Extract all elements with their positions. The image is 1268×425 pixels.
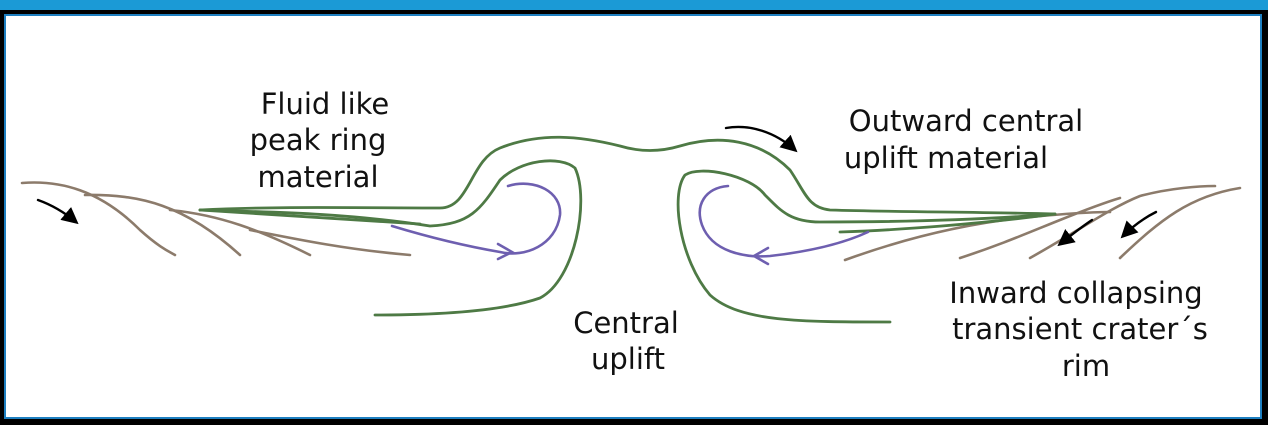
strata-line bbox=[22, 183, 175, 255]
strata-line bbox=[960, 198, 1120, 258]
label-line: uplift material bbox=[844, 141, 1048, 175]
left-flow-arrow bbox=[392, 184, 560, 254]
label-outward: Outward central uplift material bbox=[844, 104, 1083, 175]
label-inward: Inward collapsing transient crater´s rim bbox=[949, 276, 1208, 383]
label-line: Central bbox=[573, 306, 679, 340]
label-line: Outward central bbox=[849, 104, 1083, 138]
label-line: rim bbox=[1062, 349, 1110, 383]
outward-arrow bbox=[726, 127, 795, 150]
inward-arrow-2 bbox=[1123, 212, 1156, 236]
label-central: Central uplift bbox=[573, 306, 679, 376]
right-strata bbox=[845, 186, 1240, 260]
label-line: material bbox=[257, 160, 378, 194]
left-collapse-arrow bbox=[38, 200, 76, 222]
label-line: transient crater´s bbox=[952, 312, 1208, 346]
label-line: Fluid like bbox=[261, 87, 390, 121]
strata-line bbox=[250, 230, 410, 255]
flow-arrows bbox=[392, 184, 868, 264]
label-line: peak ring bbox=[250, 123, 387, 157]
label-line: uplift bbox=[591, 342, 665, 376]
inward-arrow-1 bbox=[1060, 220, 1092, 244]
label-peak-ring: Fluid like peak ring material bbox=[250, 87, 390, 194]
label-line: Inward collapsing bbox=[949, 276, 1202, 310]
